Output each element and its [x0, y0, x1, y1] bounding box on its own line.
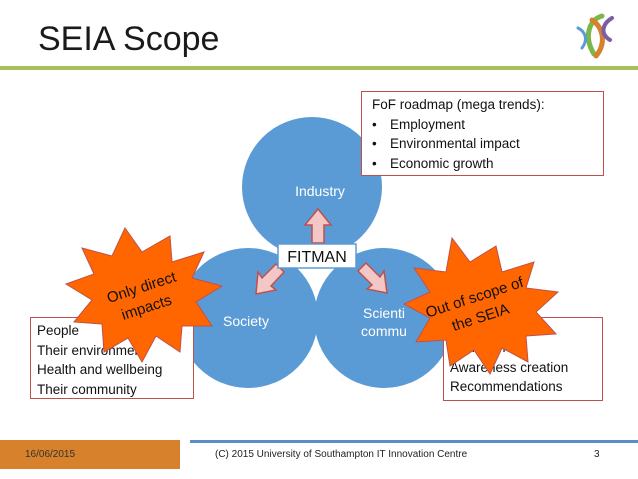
people-item: Health and wellbeing [37, 362, 163, 377]
fof-roadmap-box: FoF roadmap (mega trends): •Employment •… [361, 91, 604, 176]
science-label-line2: commu [361, 323, 407, 339]
people-item: Their environment [37, 342, 146, 358]
fitman-box [277, 243, 357, 269]
logo-icon [576, 13, 614, 59]
footer-copyright: (C) 2015 University of Southampton IT In… [215, 449, 468, 460]
people-item: People [37, 323, 80, 338]
fitman-label: FITMAN [287, 249, 347, 266]
industry-circle [242, 117, 382, 257]
science-item: Outreach [450, 340, 506, 355]
slide-number: 3 [594, 449, 600, 460]
science-box: Outreach Awareness creation Recommendati… [443, 317, 603, 401]
fof-item: •Employment [372, 116, 466, 132]
industry-label: Industry [295, 183, 345, 199]
fof-item: •Economic growth [372, 155, 494, 171]
people-item: Their community [37, 381, 137, 397]
footer-bar: (C) 2015 University of Southampton IT In… [190, 440, 638, 469]
fof-item: •Environmental impact [372, 136, 520, 151]
title-divider [0, 66, 638, 70]
science-item: Recommendations [450, 379, 563, 394]
fof-heading: FoF roadmap (mega trends): [372, 97, 545, 112]
science-item: Awareness creation [450, 359, 569, 375]
slide-title: SEIA Scope [38, 20, 220, 58]
arrow-down-right-icon [356, 261, 388, 294]
society-label: Society [223, 313, 269, 329]
footer-date: 16/06/2015 [0, 440, 180, 469]
science-label-line1: Scienti [363, 305, 405, 321]
people-box: People Their environment Health and well… [30, 317, 194, 399]
arrow-up-icon [303, 207, 333, 244]
